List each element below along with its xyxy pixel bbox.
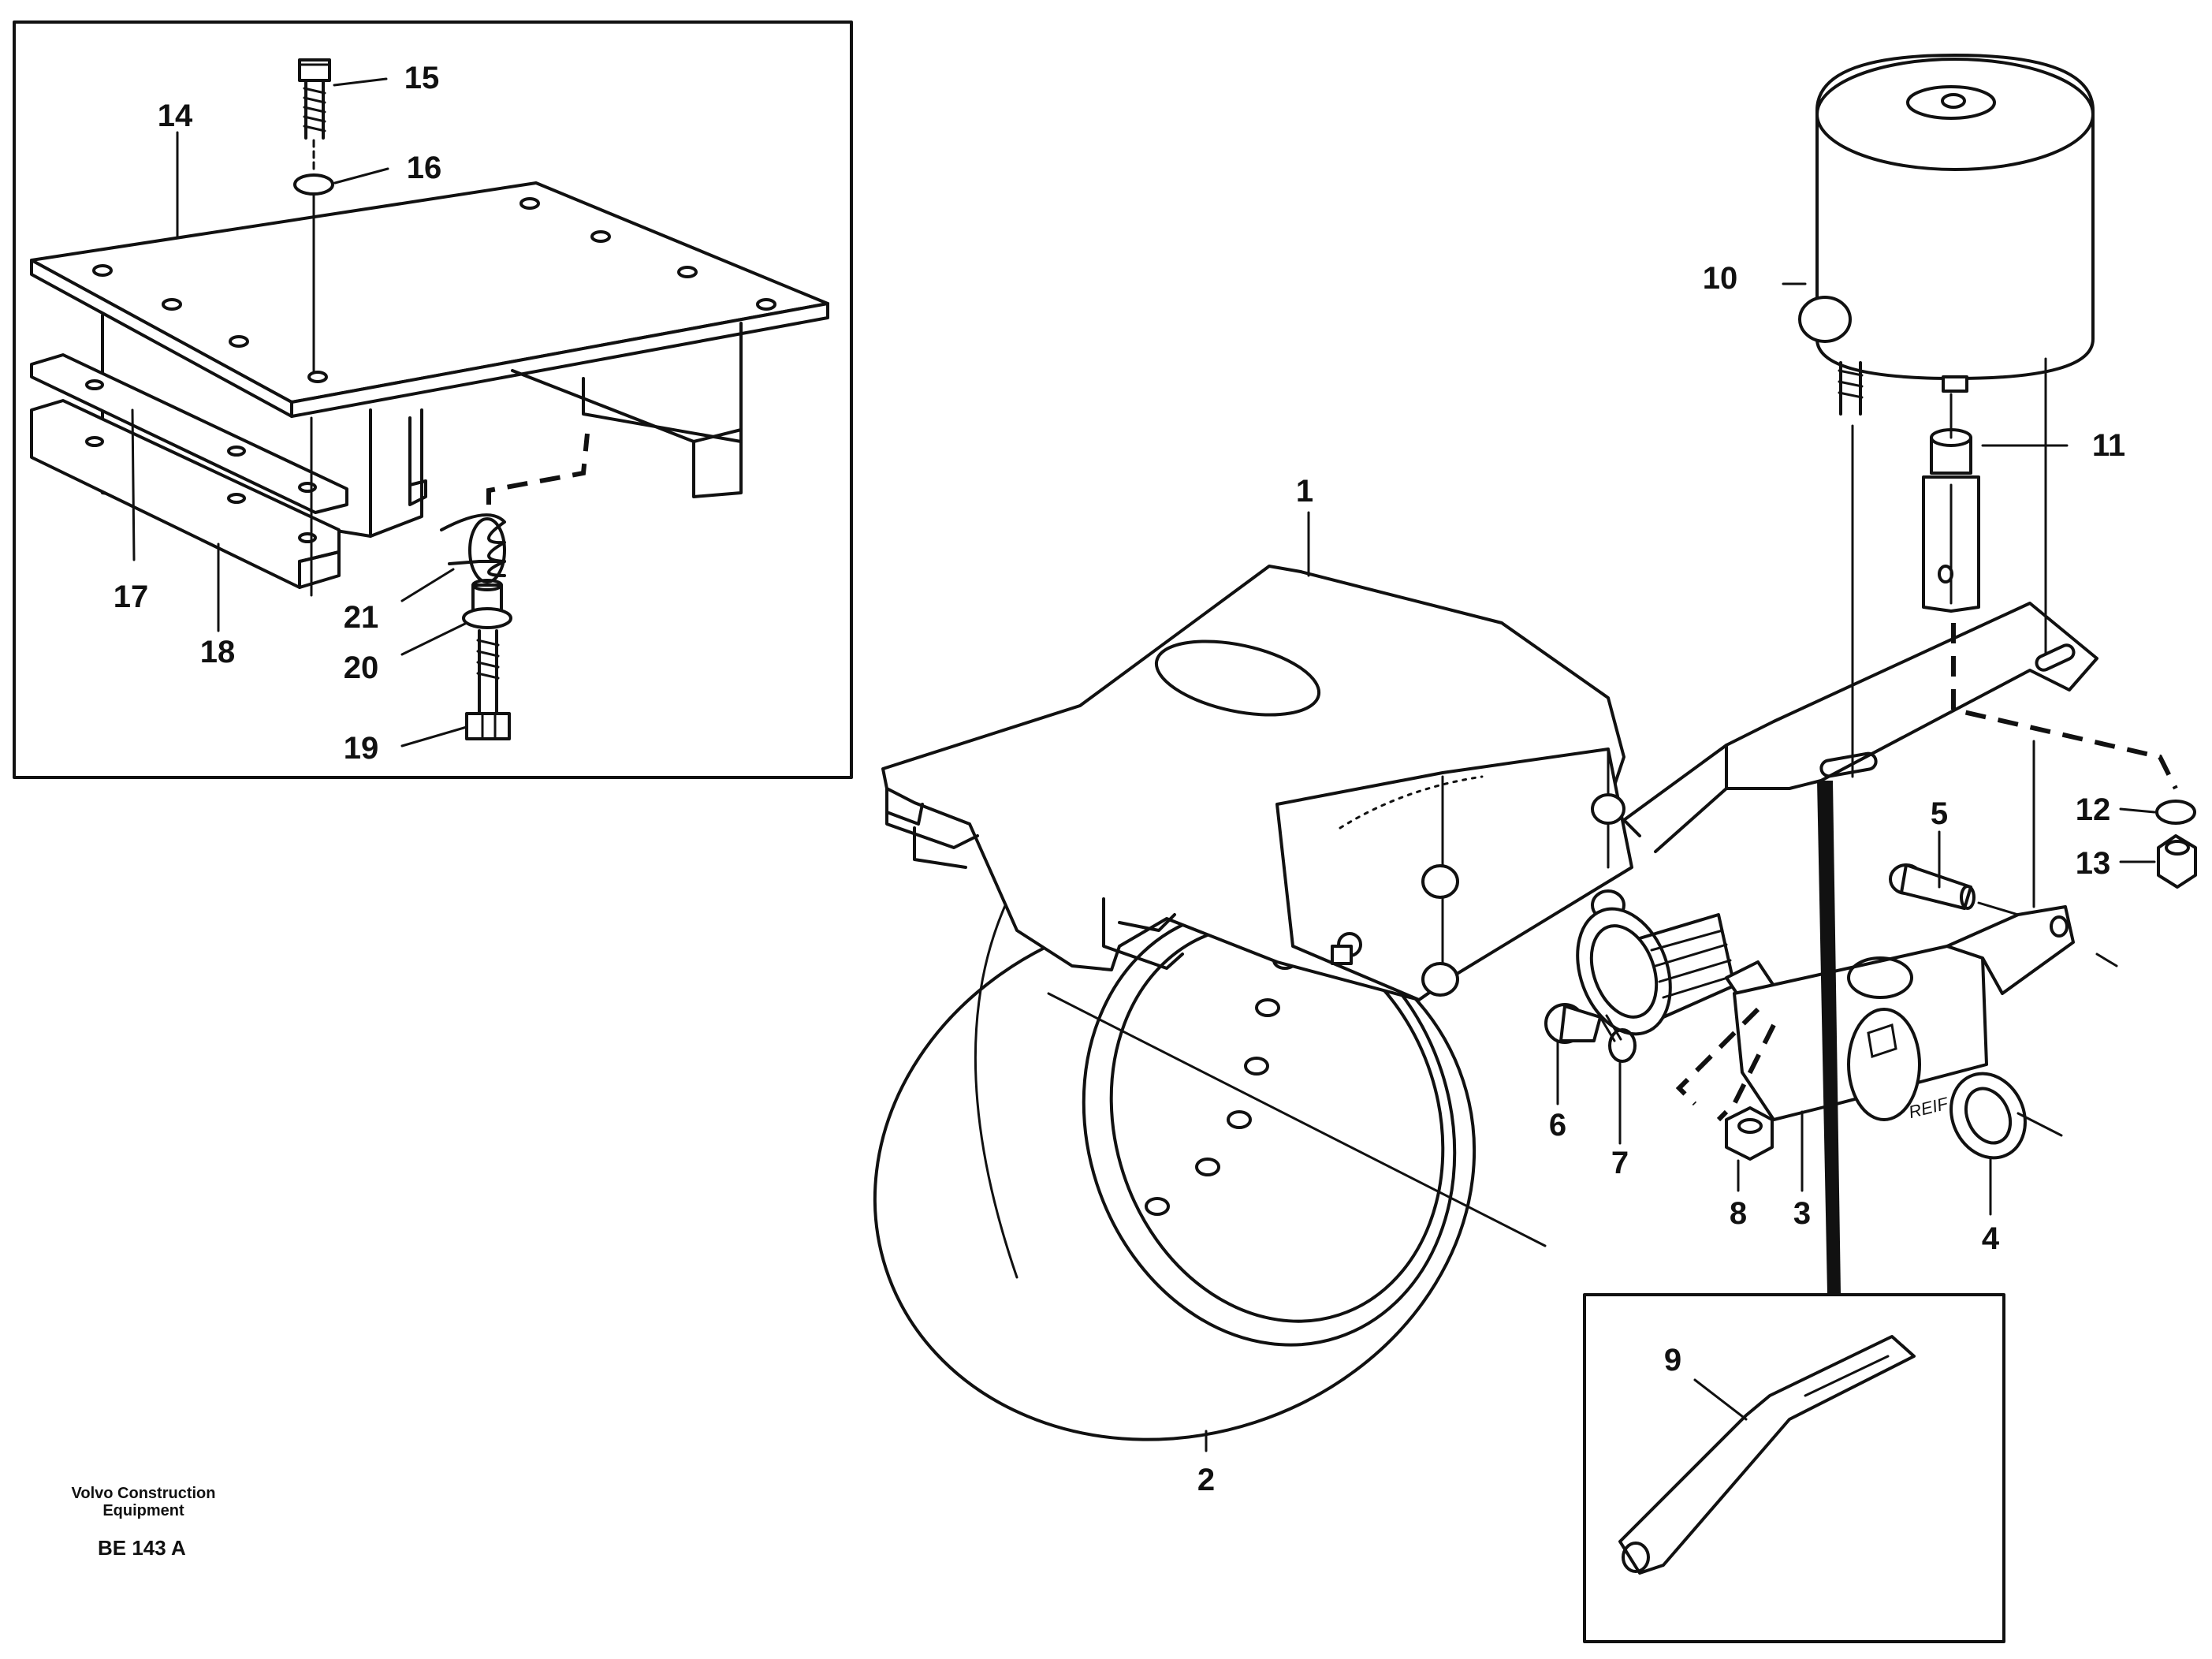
callout-9: 9: [1664, 1343, 1681, 1378]
callout-16: 16: [407, 151, 442, 185]
washer-16: [293, 173, 334, 196]
chamber-port: [1798, 296, 1852, 343]
mounting-plate: [30, 181, 829, 538]
company-line-2: Equipment: [102, 1502, 184, 1519]
drum-bolt-holes: [1145, 951, 1298, 1216]
pin-5: [1889, 863, 2020, 916]
detail-frame: [1583, 1293, 2005, 1643]
bolt-19: [465, 629, 511, 740]
callout-10: 10: [1703, 261, 1738, 296]
callout-5: 5: [1931, 796, 1948, 831]
callout-15: 15: [404, 61, 440, 95]
plate-strip-17: [30, 353, 348, 514]
washer-7: [1608, 1028, 1637, 1063]
washer-12: [2155, 800, 2196, 825]
nut-8: [1725, 1106, 1774, 1161]
bushing-20: [462, 579, 512, 629]
slack-adjuster-3: REIF: [1733, 905, 2118, 1122]
washer-4: [1949, 1072, 2063, 1160]
callout-21: 21: [344, 600, 379, 635]
clevis-11: [1922, 393, 1980, 613]
plate-bar-18: [30, 399, 341, 589]
screw-15: [298, 58, 331, 140]
callout-11: 11: [2092, 428, 2125, 463]
callout-14: 14: [158, 99, 193, 133]
company-line-1: Volvo Construction: [72, 1485, 216, 1502]
inset-leaders: [131, 77, 468, 747]
caliper-housing-1: [881, 565, 1775, 1036]
callout-19: 19: [344, 731, 379, 766]
chamber-studs: [1838, 361, 1968, 416]
plate-holes: [92, 197, 776, 383]
callout-4: 4: [1982, 1221, 2000, 1256]
callout-20: 20: [344, 651, 379, 685]
callout-7: 7: [1611, 1146, 1629, 1180]
brake-chamber-10: [1798, 54, 2095, 416]
callout-3: 3: [1793, 1196, 1811, 1231]
callout-17: 17: [114, 580, 149, 614]
inset-frame: [13, 21, 853, 779]
detail-pointer: [1817, 781, 1841, 1293]
callout-2: 2: [1197, 1463, 1215, 1497]
footer-block: Volvo Construction Equipment BE 143 A: [72, 1485, 216, 1560]
detail-box-9: [1583, 1293, 2005, 1643]
callout-8: 8: [1730, 1196, 1747, 1231]
inset-mounting-detail: 14 15 16 17 18 21 20 19: [13, 21, 853, 779]
callout-18: 18: [200, 635, 236, 669]
callout-1: 1: [1296, 474, 1313, 509]
callout-13: 13: [2076, 846, 2111, 881]
chamber-bracket: [1622, 602, 2098, 853]
caliper-top-opening: [1154, 639, 1321, 717]
lever-9: [1618, 1335, 1916, 1575]
main-leaders: [1205, 282, 2156, 1452]
callout-12: 12: [2076, 792, 2111, 827]
drawing-code: BE 143 A: [98, 1536, 186, 1560]
splined-shaft: [1576, 907, 1775, 1036]
nut-13: [2157, 834, 2197, 889]
callout-6: 6: [1549, 1108, 1566, 1143]
